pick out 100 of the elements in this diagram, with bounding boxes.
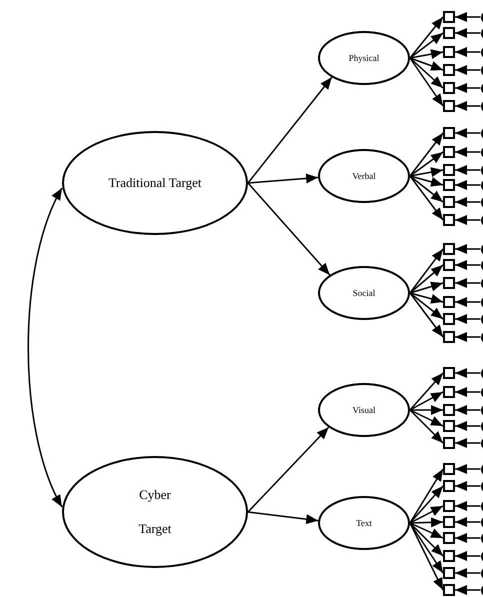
indicator-box (443, 214, 455, 226)
arrow (248, 511, 318, 524)
arrow (455, 65, 480, 75)
arrow (410, 57, 444, 89)
arrow (455, 481, 480, 491)
indicator-box (443, 127, 455, 139)
arrow (410, 32, 444, 59)
indicator-box (443, 164, 455, 176)
arrow (409, 486, 444, 524)
arrow (455, 533, 480, 543)
indicator-box (443, 46, 455, 58)
arrow (409, 248, 444, 294)
arrow (455, 585, 480, 595)
double-headed-arrow (28, 188, 63, 508)
arrow (455, 501, 480, 511)
arrow (455, 421, 480, 431)
indicator-box (443, 367, 455, 379)
arrow (409, 372, 444, 410)
arrow (409, 522, 444, 590)
arrow (409, 16, 444, 58)
indicator-box (443, 516, 455, 528)
arrow (455, 128, 480, 138)
indicator-box (443, 420, 455, 432)
indicator-box (443, 313, 455, 325)
indicator-box (443, 27, 455, 39)
node-label: Visual (352, 404, 376, 416)
arrow (455, 165, 480, 175)
indicator-box (443, 296, 455, 308)
arrow (247, 182, 330, 276)
arrow (455, 517, 480, 527)
indicator-box (443, 404, 455, 416)
arrow (410, 391, 444, 411)
arrow (247, 76, 332, 184)
arrow (455, 368, 480, 378)
indicator-box (443, 386, 455, 398)
indicator-box (443, 196, 455, 208)
arrow (410, 282, 444, 294)
arrow (455, 464, 480, 474)
arrow (410, 522, 444, 539)
arrow (455, 297, 480, 307)
arrow (410, 167, 444, 178)
indicator-box (443, 500, 455, 512)
node-label: Cyber Target (138, 486, 172, 538)
indicator-box (443, 480, 455, 492)
indicator-box (443, 64, 455, 76)
arrow (455, 215, 480, 225)
indicator-box (443, 146, 455, 158)
indicator-box (443, 584, 455, 596)
node-label: Physical (348, 52, 380, 64)
arrow (455, 28, 480, 38)
arrow (455, 405, 480, 415)
arrow (410, 409, 444, 427)
arrow (410, 505, 444, 524)
indicator-box (443, 331, 455, 343)
arrow (410, 175, 444, 187)
indicator-box (443, 243, 455, 255)
arrow (455, 314, 480, 324)
indicator-box (443, 277, 455, 289)
indicator-box (443, 179, 455, 191)
indicator-box (443, 82, 455, 94)
arrow (455, 260, 480, 270)
arrow (410, 292, 444, 304)
indicator-box (443, 532, 455, 544)
indicator-box (443, 437, 455, 449)
indicator-box (443, 100, 455, 112)
indicator-box (443, 259, 455, 271)
arrow (455, 332, 480, 342)
arrow (455, 83, 480, 93)
arrow (409, 409, 444, 444)
arrow (455, 278, 480, 288)
arrow (455, 197, 480, 207)
arrow (409, 132, 444, 176)
arrow (455, 47, 480, 57)
arrow (455, 438, 480, 448)
arrow (455, 387, 480, 397)
indicator-box (443, 550, 455, 562)
indicator-box (443, 567, 455, 579)
node-label: Social (352, 288, 376, 298)
arrow (455, 147, 480, 157)
arrow (410, 175, 444, 203)
node-label: Traditional Target (107, 175, 203, 191)
arrow (455, 551, 480, 561)
arrow (409, 522, 444, 557)
arrow (409, 292, 444, 338)
node-label: Verbal (351, 170, 377, 182)
arrow (455, 244, 480, 254)
arrow (410, 264, 444, 294)
arrow (410, 151, 444, 177)
arrow (410, 49, 444, 60)
arrow (455, 568, 480, 578)
arrow (247, 426, 330, 513)
arrow (410, 405, 443, 415)
arrow (409, 176, 444, 220)
indicator-box (443, 463, 455, 475)
arrow (455, 12, 480, 22)
arrow (409, 468, 444, 524)
arrow (455, 101, 480, 111)
indicator-box (443, 11, 455, 23)
arrow (455, 180, 480, 190)
arrow (248, 173, 318, 184)
